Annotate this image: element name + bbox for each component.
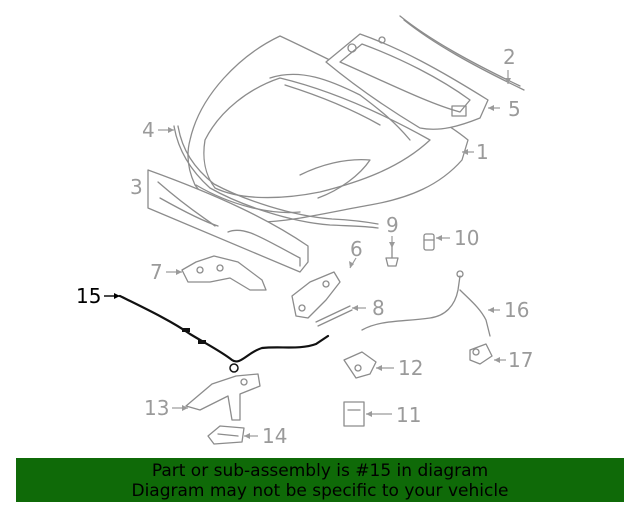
- callout-1[interactable]: 1: [476, 140, 489, 164]
- leaders: [104, 70, 511, 439]
- callout-11[interactable]: 11: [396, 403, 421, 427]
- insulator-part: [325, 33, 489, 130]
- bracket-part: [185, 373, 261, 421]
- callouts: 1 2 3 4 5 6 7 8 9 10 11 12 13 14 15 16 1…: [76, 45, 533, 448]
- clip-part: [423, 233, 435, 251]
- striker-part: [343, 401, 365, 427]
- heat-shield-part: [147, 169, 309, 273]
- strut-part: [315, 305, 353, 327]
- hinge-part: [181, 255, 267, 291]
- bumper-stop-part: [385, 245, 399, 267]
- latch-clip-part: [469, 343, 493, 365]
- callout-2[interactable]: 2: [503, 45, 516, 69]
- callout-10[interactable]: 10: [454, 226, 479, 250]
- hood-release-cable-highlighted: [118, 294, 330, 373]
- info-banner: Part or sub-assembly is #15 in diagram D…: [16, 458, 624, 502]
- hood-seal-part: [173, 125, 379, 229]
- callout-3[interactable]: 3: [130, 175, 143, 199]
- banner-line-1: Part or sub-assembly is #15 in diagram: [151, 461, 489, 481]
- hinge-bracket-part: [291, 271, 341, 319]
- callout-9[interactable]: 9: [386, 213, 399, 237]
- callout-16[interactable]: 16: [504, 298, 529, 322]
- callout-6[interactable]: 6: [350, 237, 363, 261]
- callout-7[interactable]: 7: [150, 260, 163, 284]
- latch-part: [343, 351, 377, 379]
- callout-14[interactable]: 14: [262, 424, 287, 448]
- callout-13[interactable]: 13: [144, 396, 169, 420]
- callout-4[interactable]: 4: [142, 118, 155, 142]
- callout-15-highlighted[interactable]: 15: [76, 284, 101, 308]
- banner-line-2: Diagram may not be specific to your vehi…: [131, 481, 509, 501]
- release-cable-part: [361, 270, 491, 337]
- callout-5[interactable]: 5: [508, 97, 521, 121]
- callout-17[interactable]: 17: [508, 348, 533, 372]
- latch-cover-part: [207, 425, 245, 445]
- callout-8[interactable]: 8: [372, 296, 385, 320]
- callout-12[interactable]: 12: [398, 356, 423, 380]
